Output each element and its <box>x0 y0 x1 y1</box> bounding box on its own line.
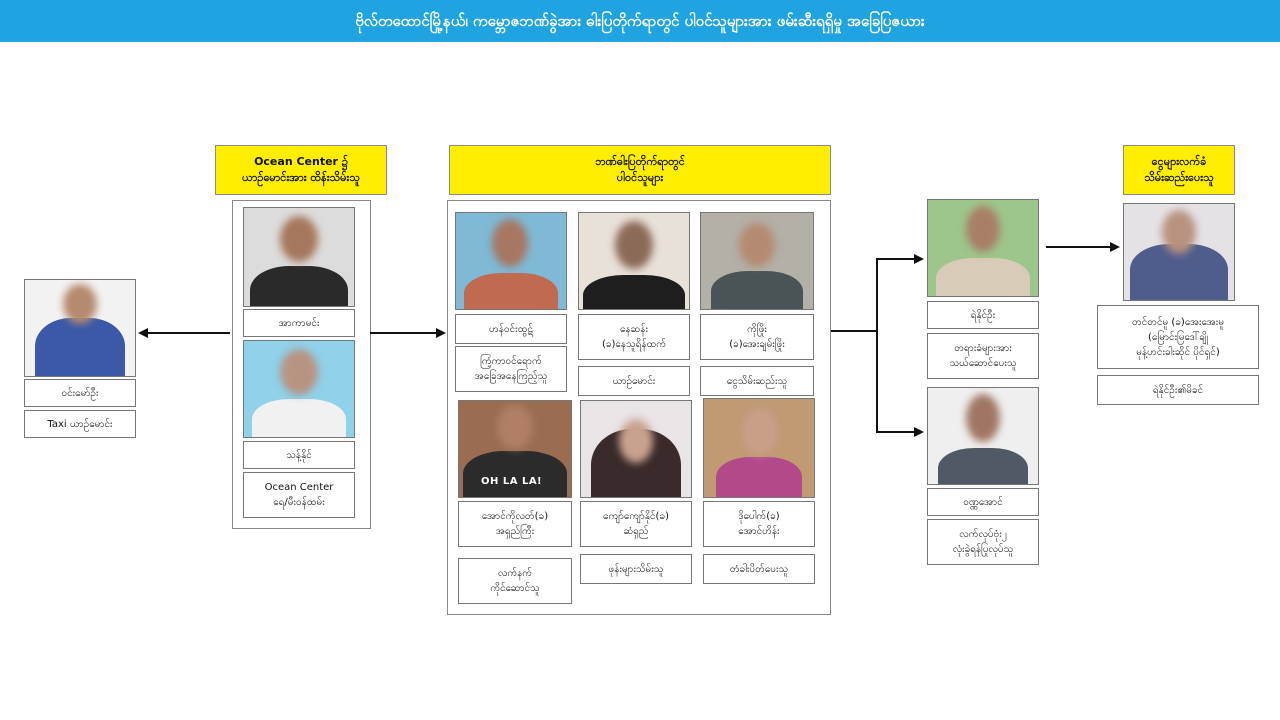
label-oc1-name: အာကာမင်း <box>243 309 355 337</box>
label-left-role: Taxi ယာဉ်မောင်း <box>24 410 136 438</box>
photo-left-person <box>24 279 136 377</box>
shirt-text: OH LA LA! <box>481 476 543 487</box>
label-r4-name: အောင်ကိုလတ်(ခ) အရှည်ကြီး <box>458 501 572 547</box>
photo-p2 <box>927 387 1039 485</box>
label-m1-name: တင်တင်မူ (ခ)အေးအေးမူ (မြောင်းမြဒေါ်ချို … <box>1097 305 1259 369</box>
label-r5-name: ကျော်ကျော်နိုင်(ခ) ဆံရှည် <box>580 501 692 547</box>
label-r2-name: နေဆန်း (ခ)နေသူရိန်ထက် <box>578 314 690 360</box>
label-m1-role: ရဲနိုင်ဦး၏မိခင် <box>1097 375 1259 405</box>
label-r1-name: ဟန်ဝင်းထွဋ် <box>455 314 567 344</box>
label-oc2-role: Ocean Center ရေ/မီးဝန်ထမ်း <box>243 472 355 518</box>
header-robbers: ဘဏ်ဓါးပြတိုက်ရာတွင် ပါဝင်သူများ <box>449 145 831 195</box>
page-title: ဗိုလ်တထောင်မြို့နယ်၊ ကမ္ဘောဇဘဏ်ခွဲအား ဓါ… <box>0 0 1280 42</box>
header-ocean-center: Ocean Center ၌ ယာဉ်မောင်းအား ထိန်းသိမ်းသ… <box>215 145 387 195</box>
arrow-robbers-trunk <box>831 330 877 332</box>
photo-r2 <box>578 212 690 310</box>
label-left-name: ဝင်းမော်ဦး <box>24 379 136 407</box>
arrowhead-money <box>1110 242 1120 252</box>
arrow-to-money-receiver <box>1046 246 1112 248</box>
label-r1-role: ကြံ့ကာ၀င်ရောက် အခြေအနေကြည့်သူ <box>455 346 567 392</box>
label-r2-role: ယာဉ်မောင်း <box>578 366 690 396</box>
label-p1-role: တရားခံများအား သယ်ဆောင်ပေးသူ <box>927 333 1039 379</box>
photo-p1 <box>927 199 1039 297</box>
arrow-ocean-to-robbers <box>370 332 438 334</box>
arrowhead-bottom <box>914 427 924 437</box>
label-p2-name: ဝဏ္ဏအောင် <box>927 488 1039 516</box>
label-r4-role: လက်နက် ကိုင်ဆောင်သူ <box>458 558 572 604</box>
label-r3-name: ကိုဖြိုး (ခ)အေးချမ်းဖြိုး <box>700 314 814 360</box>
photo-r3 <box>700 212 814 310</box>
label-p2-role: လက်လုပ်ဗုံး၂ လုံးခွဲရန်ပြုလုပ်သူ <box>927 519 1039 565</box>
arrow-branch-vertical <box>876 258 878 433</box>
label-r5-role: ဖုန်းများသိမ်းသူ <box>580 554 692 584</box>
arrowhead-left <box>138 328 148 338</box>
header-money-receiver: ငွေများလက်ခံ သိမ်းဆည်းပေးသူ <box>1123 145 1235 195</box>
arrow-to-left-person <box>148 332 230 334</box>
photo-m1 <box>1123 203 1235 301</box>
label-r6-role: တံခါးပိတ်ပေးသူ <box>703 554 815 584</box>
photo-oc2 <box>243 340 355 438</box>
label-r6-name: ဒိုပေါက်(ခ) အောင်ဟိန်း <box>703 501 815 547</box>
arrowhead-top <box>914 254 924 264</box>
arrowhead-right <box>436 328 446 338</box>
label-p1-name: ရဲနိုင်ဦး <box>927 301 1039 329</box>
photo-oc1 <box>243 207 355 307</box>
arrow-branch-top <box>876 258 916 260</box>
photo-r1 <box>455 212 567 310</box>
arrow-branch-bottom <box>876 431 916 433</box>
label-oc2-name: သန့်နိုင် <box>243 441 355 469</box>
label-r3-role: ငွေသိမ်းဆည်းသူ <box>700 366 814 396</box>
photo-r5 <box>580 400 692 498</box>
photo-r6 <box>703 398 815 498</box>
photo-r4: OH LA LA! <box>458 400 572 498</box>
